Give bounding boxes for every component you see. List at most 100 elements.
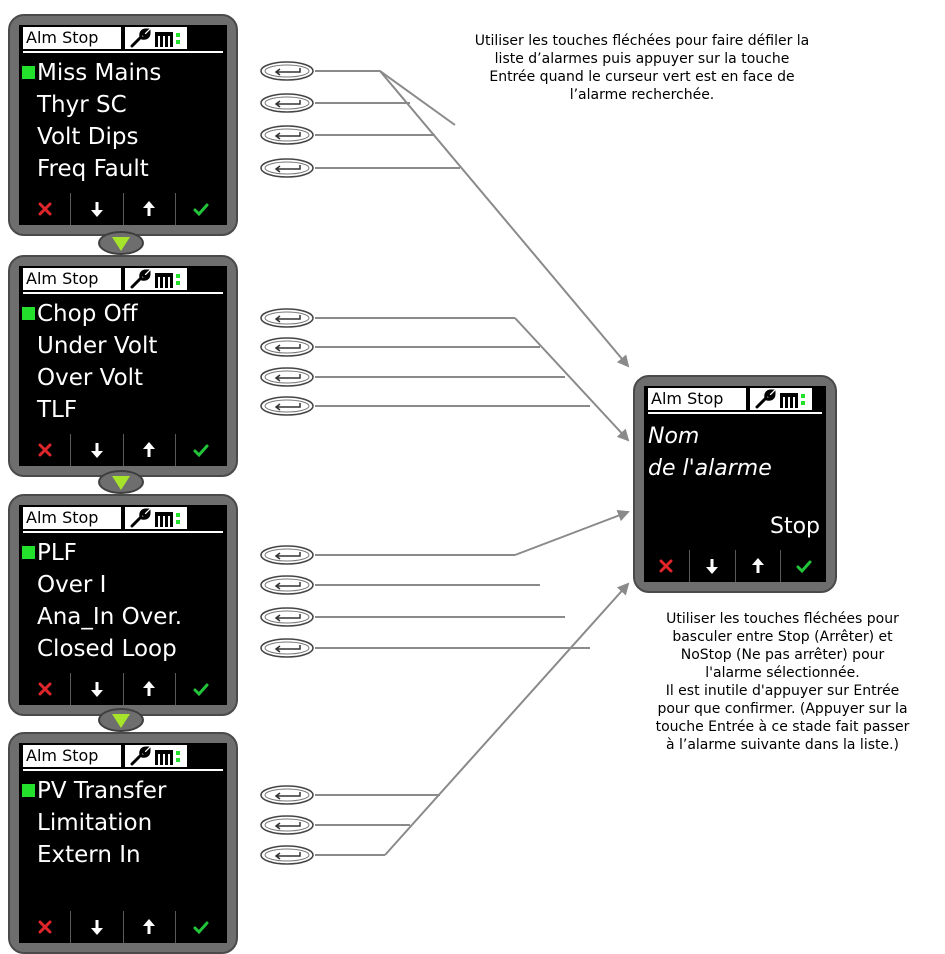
check-icon xyxy=(796,560,812,574)
alarm-list-item[interactable]: Over Volt xyxy=(19,362,227,394)
enter-key-icon xyxy=(260,158,314,178)
result-device: Alm Stop Nom de l'alarme Stop xyxy=(633,375,837,593)
up-key[interactable] xyxy=(122,434,175,466)
header-icons xyxy=(125,745,187,767)
alarm-label: Volt Dips xyxy=(37,124,139,150)
stop-value[interactable]: Stop xyxy=(769,514,820,539)
header-icons xyxy=(750,388,812,410)
alarm-list-item[interactable]: Volt Dips xyxy=(19,121,227,153)
instruction-note-top: Utiliser les touches fléchées pour faire… xyxy=(432,32,852,104)
cancel-key[interactable] xyxy=(19,193,70,225)
page-down-button[interactable] xyxy=(98,470,144,494)
header-title: Alm Stop xyxy=(23,268,121,290)
alarm-list-item[interactable] xyxy=(19,871,227,903)
x-icon xyxy=(38,443,52,457)
softkey-bar xyxy=(19,911,227,943)
alarm-list-item[interactable]: Miss Mains xyxy=(19,57,227,89)
enter-key-icon xyxy=(260,93,314,113)
selection-cursor xyxy=(22,546,35,559)
enter-key-icon xyxy=(260,815,314,835)
alarm-list-item[interactable]: PLF xyxy=(19,537,227,569)
triangle-down-icon xyxy=(112,237,130,251)
selection-cursor xyxy=(22,66,35,79)
arrow-down-icon xyxy=(90,920,103,935)
alarm-label: Over Volt xyxy=(37,365,144,391)
header-icons xyxy=(125,27,187,49)
page-down-button[interactable] xyxy=(98,231,144,255)
alarm-list-item[interactable]: TLF xyxy=(19,394,227,426)
confirm-key[interactable] xyxy=(780,550,826,582)
enter-key-icon xyxy=(260,638,314,658)
cancel-key[interactable] xyxy=(19,911,70,943)
header-underline xyxy=(648,412,822,414)
cancel-key[interactable] xyxy=(644,550,689,582)
arrow-down-icon xyxy=(90,202,103,217)
header-title: Alm Stop xyxy=(23,745,121,767)
alarm-list-item[interactable]: Ana_In Over. xyxy=(19,601,227,633)
confirm-key[interactable] xyxy=(174,193,227,225)
up-key[interactable] xyxy=(122,673,175,705)
alarm-list-item[interactable]: Extern In xyxy=(19,839,227,871)
screen-header: Alm Stop xyxy=(19,25,227,53)
header-title: Alm Stop xyxy=(23,27,121,49)
arrow-up-icon xyxy=(751,558,764,573)
check-icon xyxy=(193,444,209,458)
enter-key-icon xyxy=(260,545,314,565)
down-key[interactable] xyxy=(70,911,122,943)
arrow-down-icon xyxy=(90,443,103,458)
level-bars-icon xyxy=(155,32,180,47)
header-icons xyxy=(125,268,187,290)
confirm-key[interactable] xyxy=(174,434,227,466)
alarm-label: Closed Loop xyxy=(37,636,177,662)
enter-key-icon xyxy=(260,308,314,328)
screen-header: Alm Stop xyxy=(19,266,227,294)
alarm-list-item[interactable]: Chop Off xyxy=(19,298,227,330)
enter-key-icon xyxy=(260,61,314,81)
alarm-label: Thyr SC xyxy=(37,92,127,118)
page-down-button[interactable] xyxy=(98,708,144,732)
enter-key-icon xyxy=(260,125,314,145)
note-line: liste d’alarmes puis appuyer sur la touc… xyxy=(494,51,790,67)
down-key[interactable] xyxy=(70,434,122,466)
alarm-list-item[interactable]: Closed Loop xyxy=(19,633,227,665)
cancel-key[interactable] xyxy=(19,673,70,705)
down-key[interactable] xyxy=(688,550,735,582)
alarm-list-item[interactable]: Over I xyxy=(19,569,227,601)
alarm-list-item[interactable]: Limitation xyxy=(19,807,227,839)
alarm-label: Miss Mains xyxy=(37,60,162,86)
alarm-list-item[interactable]: PV Transfer xyxy=(19,775,227,807)
confirm-key[interactable] xyxy=(174,673,227,705)
alarm-list-item[interactable]: Thyr SC xyxy=(19,89,227,121)
up-key[interactable] xyxy=(734,550,781,582)
alarm-list-item[interactable]: Under Volt xyxy=(19,330,227,362)
result-screen: Alm Stop Nom de l'alarme Stop xyxy=(644,386,826,582)
screen-header: Alm Stop xyxy=(19,743,227,771)
alarm-list-item[interactable]: Freq Fault xyxy=(19,153,227,185)
arrow-down-icon xyxy=(706,559,719,574)
alarm-label: Ana_In Over. xyxy=(37,604,183,630)
wrench-icon xyxy=(130,746,151,766)
down-key[interactable] xyxy=(70,193,122,225)
alarm-name-line2: de l'alarme xyxy=(648,456,772,481)
cancel-key[interactable] xyxy=(19,434,70,466)
alarm-label: Under Volt xyxy=(37,333,158,359)
alarm-name-line1: Nom xyxy=(648,424,700,449)
note-line: l’alarme recherchée. xyxy=(569,87,715,103)
confirm-key[interactable] xyxy=(174,911,227,943)
up-key[interactable] xyxy=(122,193,175,225)
up-key[interactable] xyxy=(122,911,175,943)
level-bars-icon xyxy=(155,273,180,288)
arrow-up-icon xyxy=(143,442,156,457)
down-key[interactable] xyxy=(70,673,122,705)
x-icon xyxy=(38,920,52,934)
